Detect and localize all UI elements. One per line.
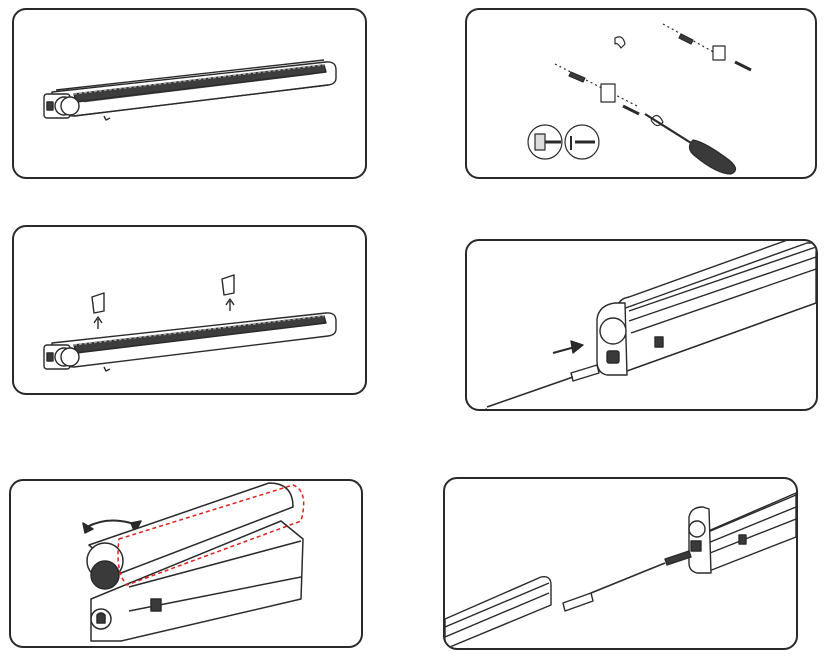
switch-icon <box>739 535 746 544</box>
power-cord-illustration <box>467 241 816 409</box>
lamp-body <box>445 577 551 648</box>
screwdriver-shaft <box>645 114 699 148</box>
rotation-arrow-icon <box>87 520 137 527</box>
switch-icon <box>151 599 161 611</box>
step-6-panel <box>443 477 798 650</box>
rotation-arrow-icon <box>651 115 663 125</box>
step-1-panel <box>12 8 367 179</box>
rotated-position-outline <box>118 485 304 585</box>
link-illustration <box>445 479 796 648</box>
arrow-icon <box>553 347 575 353</box>
end-cap-circle <box>91 561 119 589</box>
wall-anchor-icon <box>569 72 585 82</box>
lamp-tube <box>89 483 293 573</box>
clip-icon <box>601 84 615 102</box>
step-3-panel <box>12 225 367 395</box>
clip-icon <box>713 46 725 60</box>
mounting-illustration <box>467 10 815 177</box>
connector-plug <box>665 551 691 565</box>
wall-anchor-icon <box>679 34 693 44</box>
connector-cable <box>591 563 665 593</box>
step-5-panel <box>9 479 363 648</box>
screw-icon <box>735 62 751 70</box>
screwdriver-handle <box>689 140 735 174</box>
end-cap-circle <box>600 318 626 344</box>
connector-plug <box>563 593 593 611</box>
lamp-body <box>699 493 796 571</box>
lamp-housing <box>91 521 303 641</box>
power-socket <box>691 541 701 551</box>
clip-icon <box>222 275 234 295</box>
up-arrow-icon <box>226 299 234 311</box>
attach-illustration <box>14 227 365 393</box>
power-socket <box>607 351 619 363</box>
end-cap <box>689 507 711 573</box>
clip-icon <box>92 293 104 313</box>
power-cable <box>487 377 573 407</box>
lamp-illustration <box>14 10 365 177</box>
step-4-panel <box>465 239 818 411</box>
switch-icon <box>655 337 663 347</box>
guide-line <box>555 64 637 106</box>
up-arrow-icon <box>94 317 102 329</box>
step-2-panel <box>465 8 817 179</box>
screw-icon <box>623 106 639 114</box>
lamp-body <box>617 243 816 371</box>
rotate-illustration <box>11 481 361 646</box>
power-plug <box>571 365 599 381</box>
clip-icon <box>615 37 625 48</box>
